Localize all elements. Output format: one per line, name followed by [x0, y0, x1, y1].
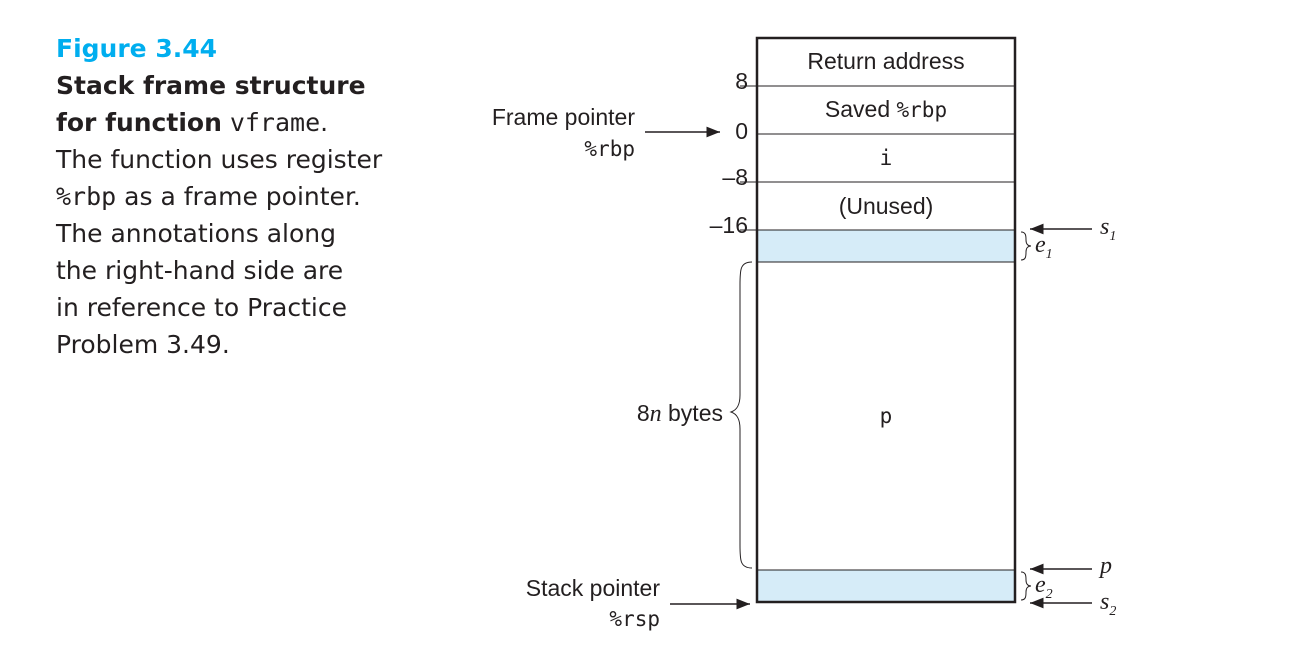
e1-label: e1	[1035, 232, 1053, 263]
caption-title-end: .	[320, 108, 329, 137]
size-label-var: n	[649, 401, 662, 427]
caption-body-line5: in reference to Practice	[56, 293, 347, 322]
caption-body-code: %rbp	[56, 182, 117, 211]
e2-letter: e	[1035, 572, 1046, 598]
caption-title-line1: Stack frame structure	[56, 71, 366, 100]
cell-saved-rbp: Saved %rbp	[757, 96, 1015, 123]
caption-body-line1: The function uses register	[56, 145, 383, 174]
offset-minus-16: –16	[709, 212, 748, 238]
s2-subscript: 2	[1109, 603, 1117, 619]
size-label-number: 8	[636, 400, 650, 426]
size-label: 8n bytes	[560, 400, 723, 428]
caption-body-line2: as a frame pointer.	[116, 182, 361, 211]
stack-pointer-register: %rsp	[609, 607, 660, 631]
offset-0: 0	[735, 118, 748, 144]
stack-outline	[755, 36, 1017, 604]
e2-subscript: 2	[1045, 586, 1053, 602]
e1-letter: e	[1035, 232, 1046, 258]
s2-letter: s	[1100, 589, 1110, 615]
e2-label: e2	[1035, 572, 1053, 603]
stack-pointer-label: Stack pointer	[525, 575, 660, 601]
s1-label: s1	[1100, 214, 1116, 245]
e2-brace	[1020, 571, 1032, 601]
s2-label: s2	[1100, 589, 1116, 620]
cell-unused: (Unused)	[838, 193, 934, 219]
offset-minus-8: –8	[722, 164, 748, 190]
offset-8: 8	[735, 68, 748, 94]
cell-i: i	[879, 146, 893, 170]
cell-saved-rbp-text: Saved	[824, 96, 897, 122]
frame-pointer-register: %rbp	[584, 137, 635, 161]
caption-title-code: vframe	[229, 108, 321, 137]
e1-subscript: 1	[1045, 246, 1053, 262]
caption-body-line3: The annotations along	[56, 219, 337, 248]
s1-letter: s	[1100, 214, 1110, 240]
frame-pointer-label: Frame pointer	[491, 104, 635, 130]
size-label-unit: bytes	[661, 400, 723, 426]
cell-return-address: Return address	[807, 48, 965, 74]
p-label: p	[1100, 553, 1112, 579]
cell-saved-rbp-code: %rbp	[896, 98, 948, 122]
caption-body-line6: Problem 3.49.	[56, 330, 230, 359]
e1-region	[757, 230, 1015, 262]
e2-region	[757, 570, 1015, 602]
s1-subscript: 1	[1109, 228, 1117, 244]
cell-p: p	[879, 404, 893, 428]
figure-number: Figure 3.44	[56, 34, 218, 63]
size-brace	[729, 261, 753, 569]
caption-body-line4: the right-hand side are	[56, 256, 344, 285]
caption-title-line2: for function	[56, 108, 222, 137]
e1-brace	[1020, 231, 1032, 261]
figure-caption: Figure 3.44 Stack frame structure for fu…	[56, 30, 416, 363]
